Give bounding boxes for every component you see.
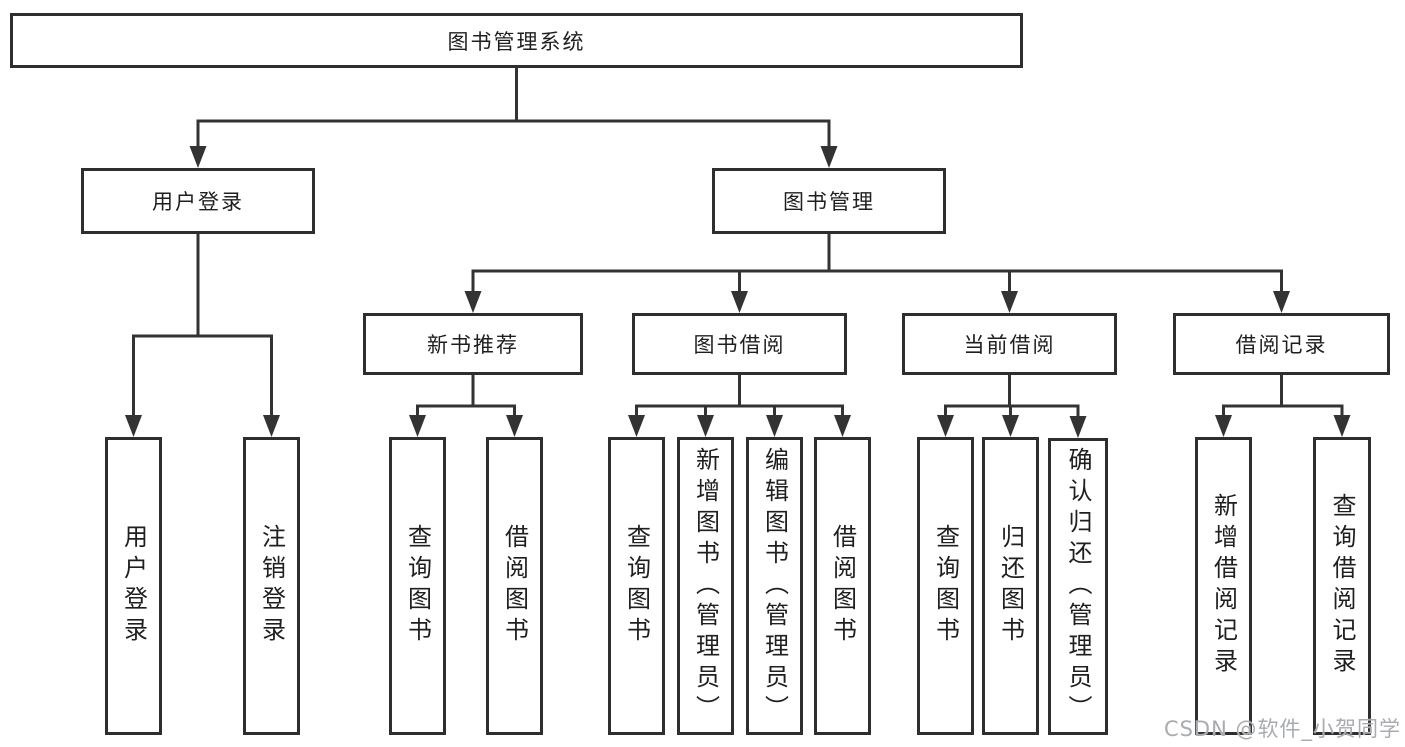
node-records: 借阅记录 bbox=[1173, 313, 1390, 375]
node-bw_query: 查询图书 bbox=[608, 437, 665, 735]
csdn-watermark: CSDN @软件_小贺同学 bbox=[1163, 717, 1401, 741]
node-newbook: 新书推荐 bbox=[363, 313, 583, 375]
node-current: 当前借阅 bbox=[902, 313, 1117, 375]
node-rec_query: 查询借阅记录 bbox=[1313, 437, 1371, 735]
node-bw_add: 新增图书（管理员） bbox=[677, 437, 734, 735]
node-rec_add: 新增借阅记录 bbox=[1195, 437, 1252, 735]
node-bw_edit: 编辑图书（管理员） bbox=[746, 437, 803, 735]
node-nb_query: 查询图书 bbox=[389, 437, 446, 735]
node-leaf_logout: 注销登录 bbox=[243, 437, 300, 735]
node-root: 图书管理系统 bbox=[10, 13, 1023, 68]
node-cur_confirm: 确认归还（管理员） bbox=[1048, 438, 1108, 735]
node-cur_query: 查询图书 bbox=[917, 437, 974, 735]
node-mgmt: 图书管理 bbox=[712, 168, 946, 234]
node-leaf_login: 用户登录 bbox=[105, 437, 162, 735]
node-nb_borrow: 借阅图书 bbox=[486, 437, 543, 735]
node-login: 用户登录 bbox=[81, 168, 315, 234]
node-bw_borrow: 借阅图书 bbox=[814, 437, 871, 735]
node-cur_return: 归还图书 bbox=[982, 437, 1039, 735]
node-borrow: 图书借阅 bbox=[632, 313, 847, 375]
